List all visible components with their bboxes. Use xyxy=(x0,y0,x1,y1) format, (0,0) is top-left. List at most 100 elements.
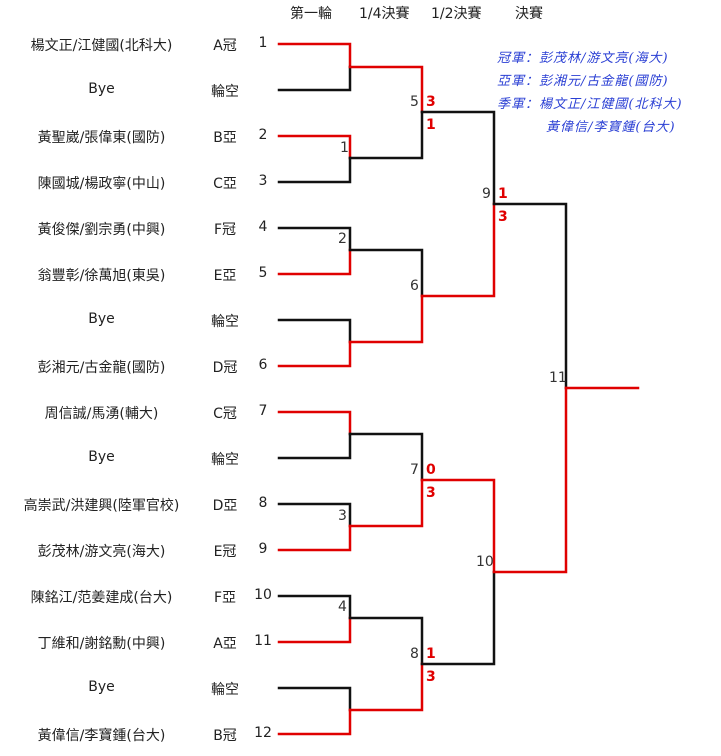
seed-label: 輪空 xyxy=(211,452,239,468)
score-top: 1 xyxy=(498,186,508,202)
bracket-line xyxy=(277,502,352,528)
bracket-line xyxy=(277,410,352,436)
bracket-line xyxy=(277,594,352,620)
bracket-line xyxy=(277,156,352,184)
bracket-line xyxy=(348,478,424,528)
score-bottom: 1 xyxy=(426,117,436,133)
bracket-line xyxy=(277,616,352,644)
bracket-line xyxy=(348,662,424,712)
seed-label: B亞 xyxy=(213,130,237,146)
seed-label: F亞 xyxy=(213,590,237,606)
header-semifinal: 1/2決賽 xyxy=(431,6,482,22)
champion-result: 冠軍：彭茂林/游文亮(海大) xyxy=(497,51,669,66)
bracket-line xyxy=(492,386,568,574)
player-name: 陳國城/楊政寧(中山) xyxy=(37,176,166,192)
third-place-result: 季軍：楊文正/江健國(北科大) xyxy=(497,97,683,112)
match-number: 7 xyxy=(410,462,419,478)
bracket-line xyxy=(348,616,424,666)
match-number: 10 xyxy=(476,554,494,570)
match-number: 2 xyxy=(338,231,347,247)
bracket-line xyxy=(277,524,352,552)
entry-number: 12 xyxy=(254,725,272,741)
bracket-line xyxy=(348,432,424,482)
score-bottom: 3 xyxy=(426,669,436,685)
entry-number: 10 xyxy=(254,587,272,603)
entry-number: 3 xyxy=(258,173,268,189)
player-name: 楊文正/江健國(北科大) xyxy=(30,38,173,54)
bracket-line xyxy=(277,432,352,460)
bracket-line xyxy=(277,340,352,368)
player-name: 彭湘元/古金龍(國防) xyxy=(37,360,166,376)
match-number: 3 xyxy=(338,508,347,524)
entry-number: 2 xyxy=(258,127,268,143)
seed-label: D冠 xyxy=(212,360,238,376)
bracket-line xyxy=(420,570,496,666)
entry-number: 7 xyxy=(258,403,268,419)
bracket-line xyxy=(277,318,352,344)
match-number: 4 xyxy=(338,599,347,615)
score-top: 1 xyxy=(426,646,436,662)
match-number: 5 xyxy=(410,94,419,110)
entry-number: 6 xyxy=(258,357,268,373)
bracket-line xyxy=(277,134,352,160)
player-name: 丁維和/謝銘勳(中興) xyxy=(37,636,166,652)
score-top: 3 xyxy=(426,94,436,110)
bracket-line xyxy=(277,65,352,92)
player-name: 翁豐彰/徐萬旭(東吳) xyxy=(37,268,166,284)
score-bottom: 3 xyxy=(498,209,508,225)
match-number: 1 xyxy=(340,140,349,156)
match-number: 9 xyxy=(482,186,491,202)
seed-label: C亞 xyxy=(213,176,237,192)
entry-number: 1 xyxy=(258,35,268,51)
player-name: 周信誠/馬湧(輔大) xyxy=(44,406,159,422)
player-name: 陳銘江/范姜建成(台大) xyxy=(30,590,173,606)
seed-label: 輪空 xyxy=(211,314,239,330)
bracket-line xyxy=(277,708,352,736)
seed-label: A亞 xyxy=(213,636,237,652)
bracket-line xyxy=(420,202,496,298)
bracket-line xyxy=(348,294,424,344)
bracket-line xyxy=(420,110,496,206)
entry-number: 11 xyxy=(254,633,272,649)
score-top: 0 xyxy=(426,462,436,478)
seed-label: E亞 xyxy=(213,268,237,284)
player-name: Bye xyxy=(88,679,115,695)
player-name: Bye xyxy=(88,449,115,465)
player-name: Bye xyxy=(88,311,115,327)
entry-number: 9 xyxy=(258,541,268,557)
match-number: 8 xyxy=(410,646,419,662)
score-bottom: 3 xyxy=(426,485,436,501)
seed-label: F冠 xyxy=(213,222,237,238)
entry-number: 8 xyxy=(258,495,268,511)
seed-label: D亞 xyxy=(212,498,238,514)
bracket-line xyxy=(492,202,568,390)
match-number: 6 xyxy=(410,278,419,294)
player-name: 黃俊傑/劉宗勇(中興) xyxy=(37,222,166,238)
runner-up-result: 亞軍：彭湘元/古金龍(國防) xyxy=(497,74,669,89)
header-final: 決賽 xyxy=(515,6,543,22)
entry-number: 5 xyxy=(258,265,268,281)
bracket-line xyxy=(277,42,352,69)
header-round1: 第一輪 xyxy=(290,6,332,22)
seed-label: B冠 xyxy=(213,728,237,744)
seed-label: 輪空 xyxy=(211,84,239,100)
bracket-line xyxy=(277,248,352,276)
player-name: 高崇武/洪建興(陸軍官校) xyxy=(23,498,180,514)
bracket-line xyxy=(277,686,352,712)
seed-label: A冠 xyxy=(213,38,237,54)
bracket-line xyxy=(420,478,496,574)
seed-label: E冠 xyxy=(213,544,237,560)
player-name: 黃偉信/李寶鍾(台大) xyxy=(37,728,166,744)
player-name: Bye xyxy=(88,81,115,97)
seed-label: 輪空 xyxy=(211,682,239,698)
bracket-line xyxy=(348,65,424,114)
bracket-line xyxy=(348,248,424,298)
player-name: 彭茂林/游文亮(海大) xyxy=(37,544,166,560)
match-number: 11 xyxy=(549,370,567,386)
entry-number: 4 xyxy=(258,219,268,235)
header-quarterfinal: 1/4決賽 xyxy=(359,6,410,22)
bracket-line xyxy=(348,110,424,160)
seed-label: C冠 xyxy=(213,406,237,422)
third-place-result-2: 黃偉信/李寶鍾(台大) xyxy=(546,120,676,135)
